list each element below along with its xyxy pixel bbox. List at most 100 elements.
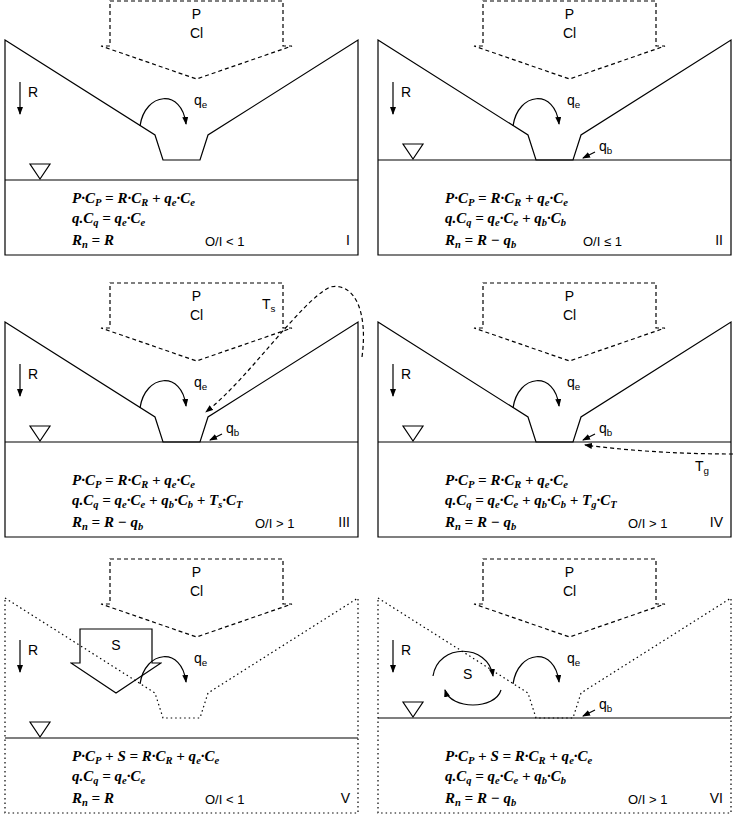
ground-outline: [5, 598, 358, 813]
subscript: g: [704, 465, 709, 476]
subscript: q: [466, 499, 471, 510]
subscript: e: [172, 197, 177, 208]
baseflow-arrow: [583, 152, 595, 158]
ratio-label: O/I > 1: [628, 516, 667, 531]
panel-number: I: [346, 232, 350, 248]
subscript: e: [495, 217, 500, 228]
flux-label: R: [28, 84, 38, 100]
section-6: [378, 598, 731, 813]
panel-number: III: [338, 514, 350, 530]
mass-balance-equation: Rn = R − qb: [445, 514, 516, 531]
flux-label: R: [401, 366, 411, 382]
panel-number: II: [715, 232, 723, 248]
section-2: [378, 40, 731, 255]
subscript: b: [169, 499, 174, 510]
panel-number: V: [341, 790, 350, 806]
water-table-symbol: [30, 722, 50, 737]
block-arrow-outline: [101, 283, 292, 361]
flux-label: R: [28, 642, 38, 658]
water-table: [5, 737, 358, 738]
input-label: Cl: [473, 583, 666, 599]
water-table-symbol: [403, 144, 423, 159]
subscript: n: [455, 797, 461, 808]
subscript: T: [610, 499, 616, 510]
subscript: P: [95, 755, 101, 766]
subscript: e: [495, 499, 500, 510]
subscript: R: [539, 755, 546, 766]
storage-block-arrow: S: [70, 628, 162, 694]
subscript: R: [514, 197, 521, 208]
subscript: R: [166, 755, 173, 766]
mass-balance-equation: q.Cq = qe·Ce + qb·Cb + Ts·CT: [72, 492, 243, 509]
flux-label: R: [28, 366, 38, 382]
input-label: P: [473, 564, 666, 580]
runoff-arrow: [140, 381, 186, 408]
subscript: e: [575, 381, 580, 392]
subscript: n: [455, 521, 461, 532]
recharge-arrow: [392, 640, 393, 672]
section-panel: RqeP·CP = R·CR + qe·Ceq.Cq = qe·CeRn = R…: [0, 0, 360, 262]
storage-label: S: [70, 637, 162, 653]
water-table: [5, 179, 358, 180]
subscript: q: [466, 775, 471, 786]
recharge-arrow: [19, 82, 20, 114]
subscript: e: [202, 99, 207, 110]
panel-number: IV: [710, 514, 723, 530]
mass-balance-equation: P·CP = R·CR + qe·Ce: [445, 190, 568, 207]
baseflow-arrow: [583, 434, 595, 440]
subscript: b: [188, 499, 193, 510]
subscript: P: [468, 755, 474, 766]
mass-balance-equation: q.Cq = qe·Ce: [72, 768, 145, 785]
block-arrow-outline: [474, 283, 665, 361]
mass-balance-equation: P·CP = R·CR + qe·Ce: [445, 472, 568, 489]
subscript: e: [545, 197, 550, 208]
subscript: e: [575, 99, 580, 110]
subscript: R: [514, 479, 521, 490]
input-block-arrow: PCl: [473, 282, 666, 362]
subscript: e: [563, 479, 568, 490]
flux-label: S: [463, 666, 472, 682]
subscript: b: [511, 521, 516, 532]
flux-label: qe: [194, 92, 207, 108]
ground-outline: [378, 40, 731, 255]
block-arrow-outline: [101, 1, 292, 79]
water-table: [378, 717, 731, 718]
flux-label: qe: [567, 92, 580, 108]
subscript: b: [607, 427, 612, 438]
subscript: e: [563, 197, 568, 208]
subscript: P: [95, 197, 101, 208]
flux-label: Tg: [695, 458, 709, 474]
ratio-label: O/I > 1: [255, 516, 294, 531]
input-label: Cl: [100, 583, 293, 599]
ratio-label: O/I < 1: [205, 234, 244, 249]
mass-balance-equation: q.Cq = qe·Ce: [72, 210, 145, 227]
block-arrow-outline: [101, 559, 292, 637]
section-panel: RqeqbTgP·CP = R·CR + qe·Ceq.Cq = qe·Ce +…: [373, 282, 733, 544]
runoff-arrow: [513, 381, 559, 408]
section-panel: RqeqbP·CP = R·CR + qe·Ceq.Cq = qe·Ce + q…: [373, 0, 733, 262]
subscript: b: [542, 499, 547, 510]
ground-outline: [378, 322, 731, 537]
subscript: e: [575, 657, 580, 668]
input-block-arrow: PCl: [473, 0, 666, 80]
mass-balance-equation: Rn = R − qb: [445, 790, 516, 807]
subscript: b: [607, 703, 612, 714]
ratio-label: O/I < 1: [205, 792, 244, 807]
section-panel: RqeqbTsP·CP = R·CR + qe·Ceq.Cq = qe·Ce +…: [0, 282, 360, 544]
subscript: e: [514, 499, 519, 510]
subscript: e: [141, 775, 146, 786]
subscript: b: [511, 797, 516, 808]
subscript: n: [82, 521, 88, 532]
flux-label: qe: [194, 374, 207, 390]
ground-outline: [5, 40, 358, 255]
subscript: e: [196, 755, 201, 766]
storage-arrow: [445, 690, 501, 705]
mass-balance-equation: q.Cq = qe·Ce + qb·Cb: [445, 210, 566, 227]
subscript: e: [190, 197, 195, 208]
subscript: s: [218, 499, 222, 510]
subscript: e: [545, 479, 550, 490]
ground-outline: [378, 598, 731, 813]
subscript: b: [234, 427, 239, 438]
water-table-symbol: [30, 426, 50, 441]
